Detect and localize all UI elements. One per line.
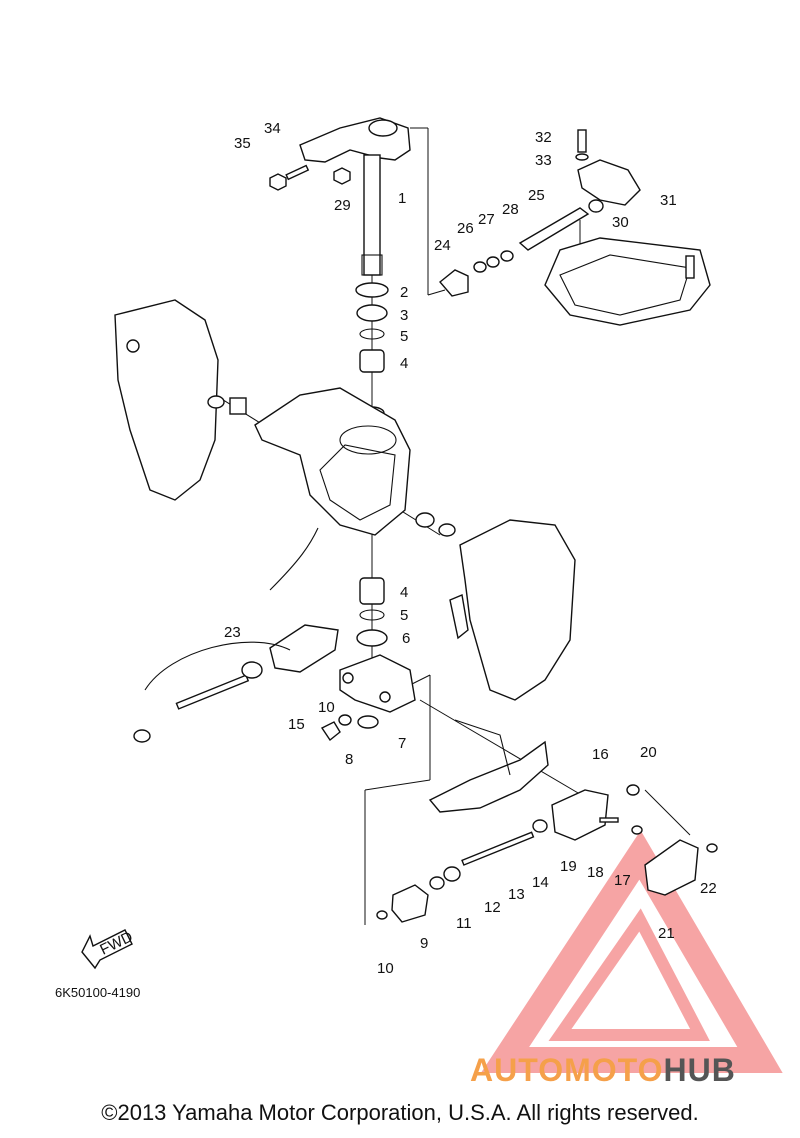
callout-28: 28 xyxy=(502,201,519,218)
callout-15: 15 xyxy=(288,716,305,733)
tilt-pin-assembly xyxy=(438,250,514,297)
callout-24: 24 xyxy=(434,237,451,254)
diagram-code: 6K50100-4190 xyxy=(55,985,141,1000)
rear-mount xyxy=(551,784,718,896)
callout-12: 12 xyxy=(484,899,501,916)
fwd-arrow: FWD xyxy=(81,928,136,970)
callout-3: 3 xyxy=(400,307,408,324)
watermark-logo xyxy=(480,830,783,1073)
callout-8: 8 xyxy=(345,751,353,768)
callout-10-lower: 10 xyxy=(377,960,394,977)
callout-10-upper: 10 xyxy=(318,699,335,716)
callout-32: 32 xyxy=(535,129,552,146)
callout-26: 26 xyxy=(457,220,474,237)
callout-25: 25 xyxy=(528,187,545,204)
callout-22: 22 xyxy=(700,880,717,897)
callout-6: 6 xyxy=(402,630,410,647)
callout-20: 20 xyxy=(640,744,657,761)
callout-2: 2 xyxy=(400,284,408,301)
callout-27: 27 xyxy=(478,211,495,228)
watermark-brand-part1: AUTOMOTO xyxy=(470,1052,664,1088)
callout-4-upper: 4 xyxy=(400,355,408,372)
callout-30: 30 xyxy=(612,214,629,231)
fwd-label: FWD xyxy=(97,928,135,958)
callout-11: 11 xyxy=(456,915,472,932)
callout-33: 33 xyxy=(535,152,552,169)
swivel-bracket xyxy=(254,387,411,536)
rear-bolt-assembly xyxy=(376,819,548,923)
callout-1: 1 xyxy=(398,190,406,207)
callout-21: 21 xyxy=(658,925,675,942)
lower-mount-left xyxy=(133,527,339,743)
callout-29: 29 xyxy=(334,197,351,214)
upper-fasteners xyxy=(269,164,351,191)
copyright-notice: ©2013 Yamaha Motor Corporation, U.S.A. A… xyxy=(101,1100,699,1125)
lower-unit xyxy=(428,719,549,813)
bottom-cowling xyxy=(544,237,711,326)
upper-bushings xyxy=(355,282,389,420)
watermark-brand-part2: HUB xyxy=(663,1052,736,1088)
lower-mount-bracket xyxy=(320,654,416,742)
callout-18: 18 xyxy=(587,864,604,881)
callout-4-lower: 4 xyxy=(400,584,408,601)
callout-23: 23 xyxy=(224,624,241,641)
clamp-bracket-right xyxy=(415,512,576,701)
callout-19: 19 xyxy=(560,858,577,875)
callout-5-lower: 5 xyxy=(400,607,408,624)
clamp-bracket-left xyxy=(114,299,247,501)
callout-14: 14 xyxy=(532,874,549,891)
callout-31: 31 xyxy=(660,192,677,209)
callout-7: 7 xyxy=(398,735,406,752)
steering-shaft xyxy=(299,117,411,276)
callout-13: 13 xyxy=(508,886,525,903)
callout-5-upper: 5 xyxy=(400,328,408,345)
callout-17: 17 xyxy=(614,872,631,889)
callout-34: 34 xyxy=(264,120,281,137)
tilt-bracket xyxy=(518,129,641,251)
lower-bushings xyxy=(356,577,388,647)
callout-35: 35 xyxy=(234,135,251,152)
watermark-brand: AUTOMOTOHUB xyxy=(470,1052,736,1089)
callout-numbers: 1 2 3 5 4 4 5 6 7 8 9 10 10 11 12 13 14 … xyxy=(224,120,717,977)
callout-9: 9 xyxy=(420,935,428,952)
callout-16: 16 xyxy=(592,746,609,763)
